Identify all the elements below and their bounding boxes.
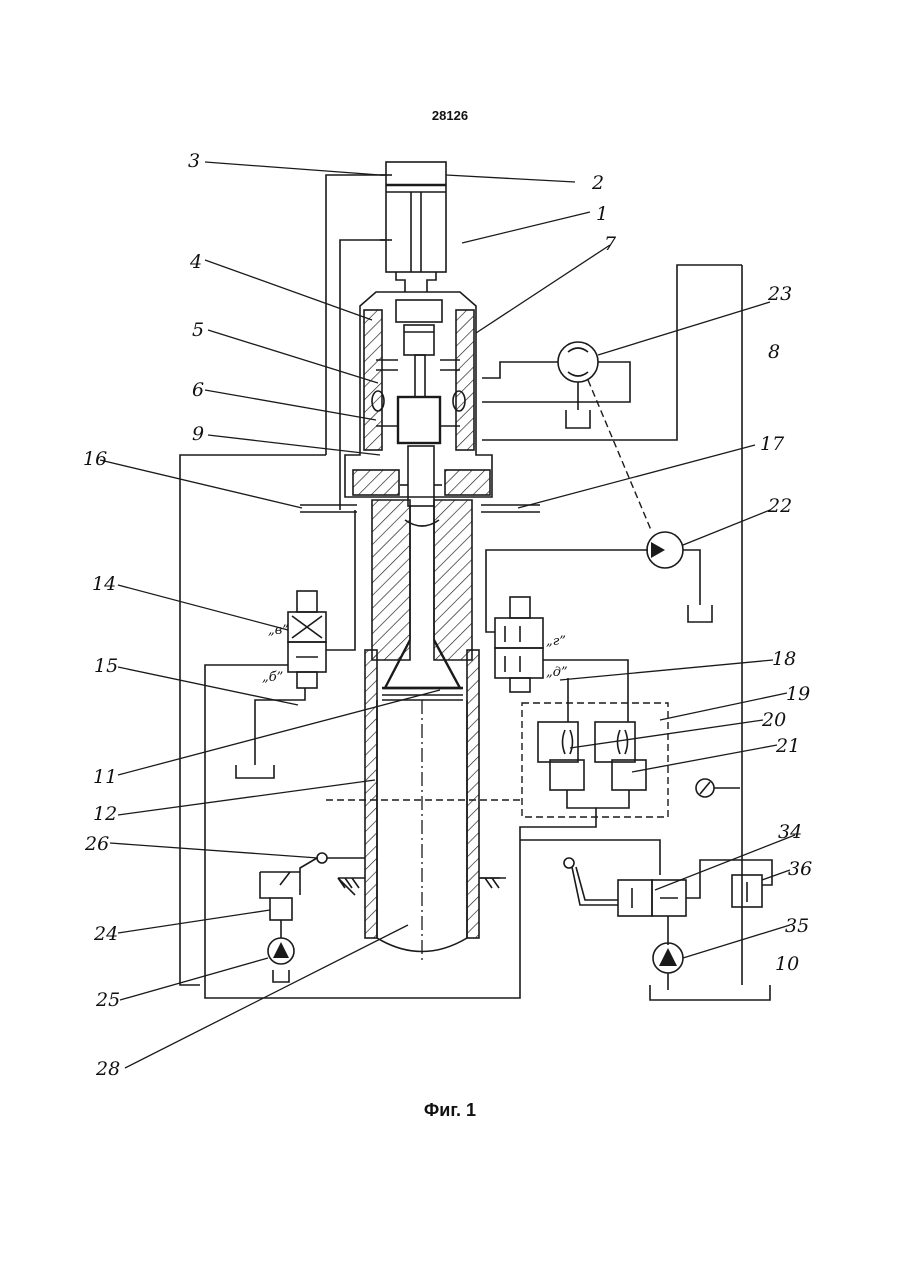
ref-19: 19 (786, 683, 810, 705)
ref-12: 12 (93, 803, 117, 825)
lower-right-pump-assembly (520, 840, 772, 1000)
valve-position-marks: „в” „б” „г” „д” (262, 623, 568, 685)
ref-10: 10 (775, 953, 799, 975)
ref-28: 28 (95, 1058, 120, 1080)
ref-1: 1 (596, 203, 608, 225)
lower-left-pump-assembly (260, 853, 500, 982)
ref-11: 11 (93, 766, 117, 788)
figure-caption: Фиг. 1 (0, 1100, 900, 1121)
ref-3: 3 (188, 150, 200, 172)
mark-g: „г” (546, 634, 566, 649)
ref-6: 6 (192, 379, 204, 401)
ref-34: 34 (778, 821, 802, 843)
hydraulic-motor-23 (482, 265, 742, 530)
ref-7: 7 (604, 233, 617, 255)
ref-23: 23 (767, 283, 792, 305)
ref-17: 17 (760, 433, 785, 455)
mark-d: „д” (546, 665, 568, 680)
ref-15: 15 (94, 655, 118, 677)
ref-20: 20 (761, 709, 786, 731)
pump-22 (647, 532, 712, 622)
ref-2: 2 (591, 172, 604, 194)
ref-9: 9 (192, 423, 204, 445)
ref-5: 5 (192, 319, 204, 341)
distributor-valve-18 (495, 597, 543, 692)
ref-18: 18 (772, 648, 796, 670)
container-with-ingot (326, 650, 520, 960)
ref-21: 21 (775, 735, 800, 757)
throttle-block-19 (520, 678, 668, 840)
ref-16: 16 (83, 448, 107, 470)
ref-26: 26 (84, 833, 109, 855)
press-barrel (372, 500, 472, 700)
ref-14: 14 (92, 573, 116, 595)
top-hydraulic-cylinder (380, 162, 446, 292)
pressure-gauge (696, 779, 740, 797)
ref-36: 36 (788, 858, 812, 880)
ref-8: 8 (768, 341, 780, 363)
mark-b: „б” (262, 670, 283, 685)
distributor-lines (205, 510, 648, 998)
distributor-valve-14 (288, 591, 326, 688)
mark-v: „в” (268, 623, 289, 638)
ref-35: 35 (785, 915, 809, 937)
ref-22: 22 (767, 495, 792, 517)
ref-4: 4 (189, 251, 202, 273)
ref-24: 24 (93, 923, 118, 945)
ref-25: 25 (95, 989, 120, 1011)
